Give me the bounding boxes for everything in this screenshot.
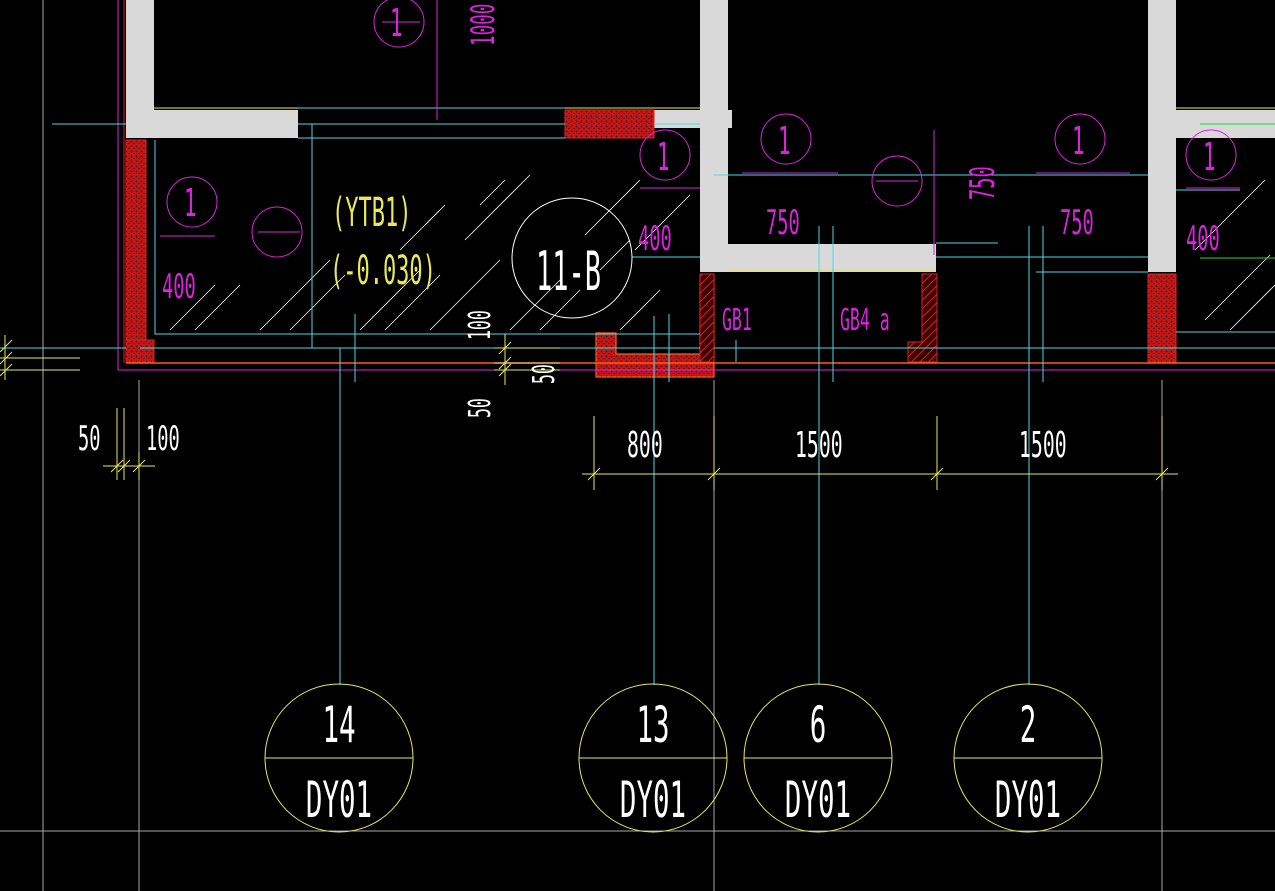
- rebar-length-vertical: 1000: [465, 4, 502, 46]
- rebar-length: 400: [638, 220, 672, 258]
- walls: [126, 0, 1275, 272]
- rebar-length-vertical: 750: [964, 166, 1002, 200]
- dimension-value: 800: [627, 424, 663, 466]
- dimension-value-vertical: 50: [463, 398, 498, 418]
- beams: [125, 109, 1177, 378]
- section-callout-number: 14: [322, 696, 355, 754]
- beam-gb4a[interactable]: [907, 273, 938, 363]
- rebar-mark-circle[interactable]: [166, 176, 218, 228]
- section-callout-code: DY01: [995, 771, 1061, 829]
- beam-section: [125, 139, 147, 341]
- rebar-mark-number: 1: [657, 137, 670, 180]
- wall: [700, 244, 936, 272]
- slab-hatch: [169, 174, 1275, 331]
- rebar-mark-number: 1: [184, 183, 197, 226]
- rebar-mark-number: 1: [1072, 121, 1085, 164]
- rebar-mark-circle[interactable]: [373, 0, 425, 48]
- dimension-value: 50: [78, 420, 101, 458]
- section-callout-number: 6: [810, 696, 827, 754]
- detail-callout-circle[interactable]: [511, 197, 633, 319]
- detail-callout-label: 11-B: [536, 241, 601, 304]
- rebar-length: 400: [162, 268, 196, 306]
- rebar-mark-circle[interactable]: [871, 155, 923, 207]
- rebar-mark-circle[interactable]: [1185, 129, 1237, 181]
- rebar-mark-number: 1: [390, 3, 403, 46]
- boundary-lines: [0, 0, 1275, 371]
- wall: [126, 0, 154, 112]
- section-callout-code: DY01: [306, 771, 372, 829]
- section-callout-number: 2: [1020, 696, 1037, 754]
- beam-section: [1147, 273, 1177, 363]
- rebar-marks: [160, 0, 1240, 258]
- rebar-mark-circle[interactable]: [1054, 113, 1106, 165]
- wall: [700, 0, 728, 272]
- rebar-mark-circle[interactable]: [760, 113, 812, 165]
- dimension-value: 100: [146, 420, 180, 458]
- section-callouts[interactable]: [264, 683, 1103, 833]
- dimension-value: 1500: [795, 424, 843, 466]
- beam-section: [125, 339, 155, 363]
- beam-section: [595, 275, 715, 378]
- slab-elevation-label: (-0.030): [330, 247, 436, 294]
- dimension-value: 1500: [1019, 424, 1067, 466]
- rebar-length: 750: [766, 204, 800, 242]
- section-callout-code: DY01: [620, 771, 686, 829]
- dimension-value-vertical: 50: [527, 364, 562, 384]
- rebar-mark-circle[interactable]: [251, 206, 303, 258]
- dimension-lines: [0, 334, 1178, 490]
- rebar-mark-number: 1: [1203, 137, 1216, 180]
- beam-label-gb4a: GB4 a: [840, 303, 890, 338]
- rebar-length: 400: [1186, 220, 1220, 258]
- beam-section: [564, 109, 655, 139]
- wall: [126, 110, 298, 138]
- annotation-text: (YTB1) (-0.030) 11-B GB1 GB4 a 1 1 1 1 1…: [78, 3, 1220, 830]
- section-callout-number: 13: [636, 696, 669, 754]
- rebar-mark-circle[interactable]: [639, 129, 691, 181]
- slab-type-label: (YTB1): [332, 189, 411, 236]
- beam-label-gb1: GB1: [722, 303, 752, 338]
- rebar-length: 750: [1060, 204, 1094, 242]
- rebar-mark-number: 1: [778, 121, 791, 164]
- dimension-value-vertical: 100: [463, 310, 498, 340]
- beam-gb1[interactable]: [699, 273, 715, 363]
- rebar-lines: [0, 107, 1275, 685]
- section-callout-code: DY01: [785, 771, 851, 829]
